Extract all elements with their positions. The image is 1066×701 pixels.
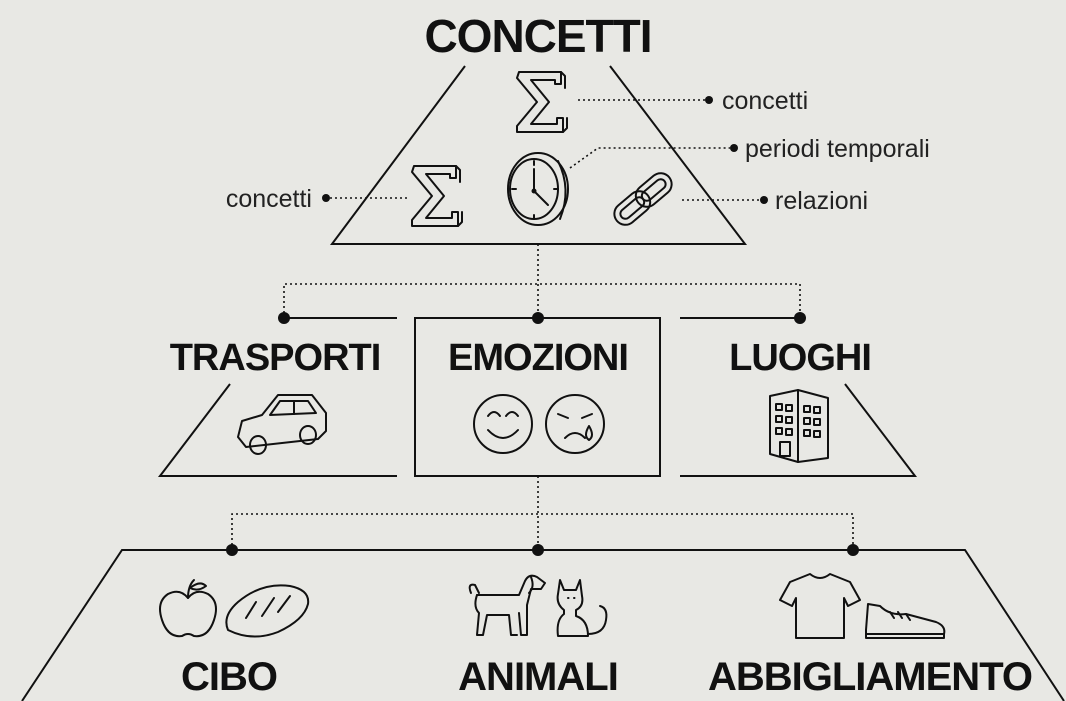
crying-face-icon [545,394,605,454]
luoghi-title: LUOGHI [729,337,871,379]
building-icon [769,389,829,463]
sigma-icon [516,71,568,133]
sigma-icon [411,165,463,227]
car-icon [237,394,327,455]
cibo-title: CIBO [181,655,277,699]
connector-middle-bottom [226,476,859,556]
animali-title: ANIMALI [458,655,618,699]
bottom-trapezoid [21,549,1065,701]
connector-top-middle [278,244,806,324]
top-title: CONCETTI [424,10,651,62]
label-relazioni: relazioni [775,187,868,215]
cat-icon [556,579,608,637]
emozioni-title: EMOZIONI [448,337,628,379]
t-shirt-icon [779,573,861,639]
label-periodi-temporali: periodi temporali [745,135,930,163]
smiling-face-icon [473,394,533,454]
top-tier: CONCETTI concetti [226,10,930,245]
abbigliamento-title: ABBIGLIAMENTO [708,655,1032,699]
top-trapezoid [330,65,748,245]
chain-link-icon [613,172,673,226]
label-concetti-top: concetti [722,87,808,115]
label-concetti-left: concetti [226,185,312,213]
bread-icon [225,584,310,638]
clock-icon [507,152,569,226]
bottom-tier: CIBO ANIMALI ABBIGLIAMENTO [21,549,1065,701]
apple-icon [159,579,217,638]
trasporti-title: TRASPORTI [170,337,381,379]
sneaker-icon [865,603,946,639]
dog-icon [468,574,546,636]
middle-tier: TRASPORTI EMOZIONI LUOGHI [157,317,918,477]
